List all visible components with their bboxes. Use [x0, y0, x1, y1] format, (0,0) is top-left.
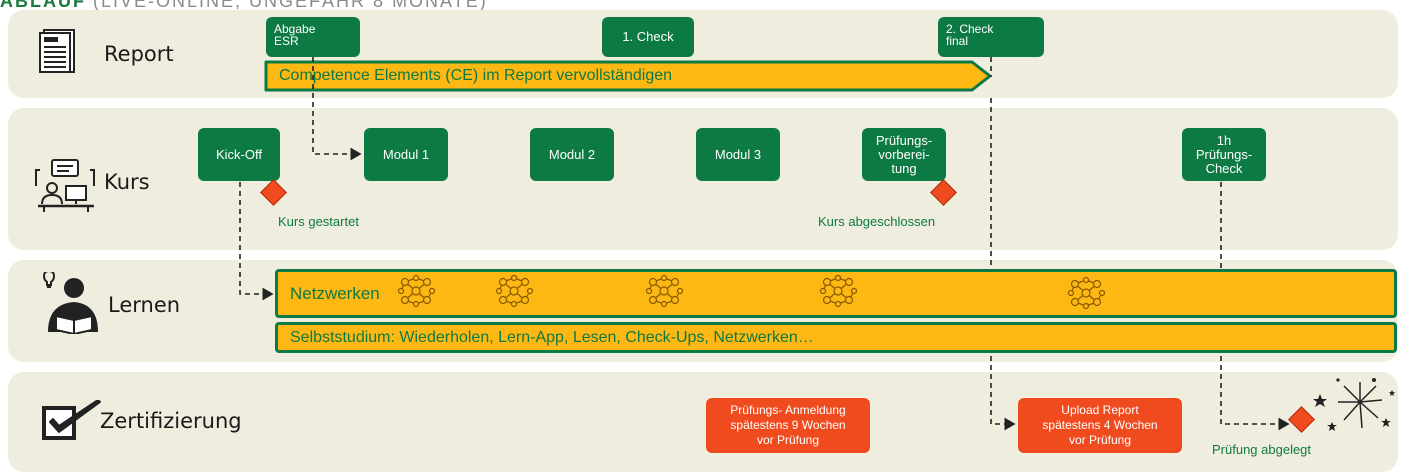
network-icon [396, 274, 436, 313]
pruefungs-anmeldung-box: Prüfungs- Anmeldung spätestens 9 Wochen … [706, 398, 870, 453]
report-document-icon [38, 28, 76, 79]
lane-label-report: Report [104, 42, 174, 66]
network-icon [644, 274, 684, 313]
abgabe-esr-box: Abgabe ESR [266, 17, 360, 57]
modul-3-box: Modul 3 [696, 128, 780, 181]
kurs-abgeschlossen-label: Kurs abgeschlossen [818, 214, 936, 229]
kick-off-box: Kick-Off [198, 128, 280, 181]
classroom-icon [34, 158, 98, 219]
modul-1-box: Modul 1 [364, 128, 448, 181]
title-subtitle: (LIVE-ONLINE, UNGEFÄHR 8 MONATE) [93, 0, 488, 11]
network-icon [1066, 276, 1106, 315]
netzwerken-label: Netzwerken [290, 283, 380, 303]
page-title: ABLAUF (LIVE-ONLINE, UNGEFÄHR 8 MONATE) [0, 0, 488, 12]
network-icon [494, 274, 534, 313]
modul-2-box: Modul 2 [530, 128, 614, 181]
report-progress-arrow: Competence Elements (CE) im Report vervo… [264, 60, 992, 92]
pruefungs-check-box: 1h Prüfungs- Check [1182, 128, 1266, 181]
lane-label-zertifizierung: Zertifizierung [100, 409, 242, 433]
lane-label-kurs: Kurs [104, 170, 150, 194]
fireworks-icon [1308, 372, 1398, 447]
upload-report-box: Upload Report spätestens 4 Wochen vor Pr… [1018, 398, 1182, 453]
kurs-gestartet-label: Kurs gestartet [278, 214, 359, 229]
checkbox-icon [42, 399, 104, 447]
lane-label-lernen: Lernen [108, 293, 181, 317]
network-icon [818, 274, 858, 313]
report-bar-label: Competence Elements (CE) im Report vervo… [279, 67, 673, 84]
check-2-final-box: 2. Check final [938, 17, 1044, 57]
pruefungsvorbereitung-box: Prüfungs- vorberei- tung [862, 128, 946, 181]
check-1-box: 1. Check [602, 17, 694, 57]
pruefung-abgelegt-label: Prüfung abgelegt [1212, 442, 1312, 457]
selbststudium-label: Selbststudium: Wiederholen, Lern-App, Le… [290, 328, 814, 346]
title-bold: ABLAUF [0, 0, 86, 11]
selbststudium-bar: Selbststudium: Wiederholen, Lern-App, Le… [275, 322, 1397, 353]
learner-reading-icon [38, 269, 102, 339]
